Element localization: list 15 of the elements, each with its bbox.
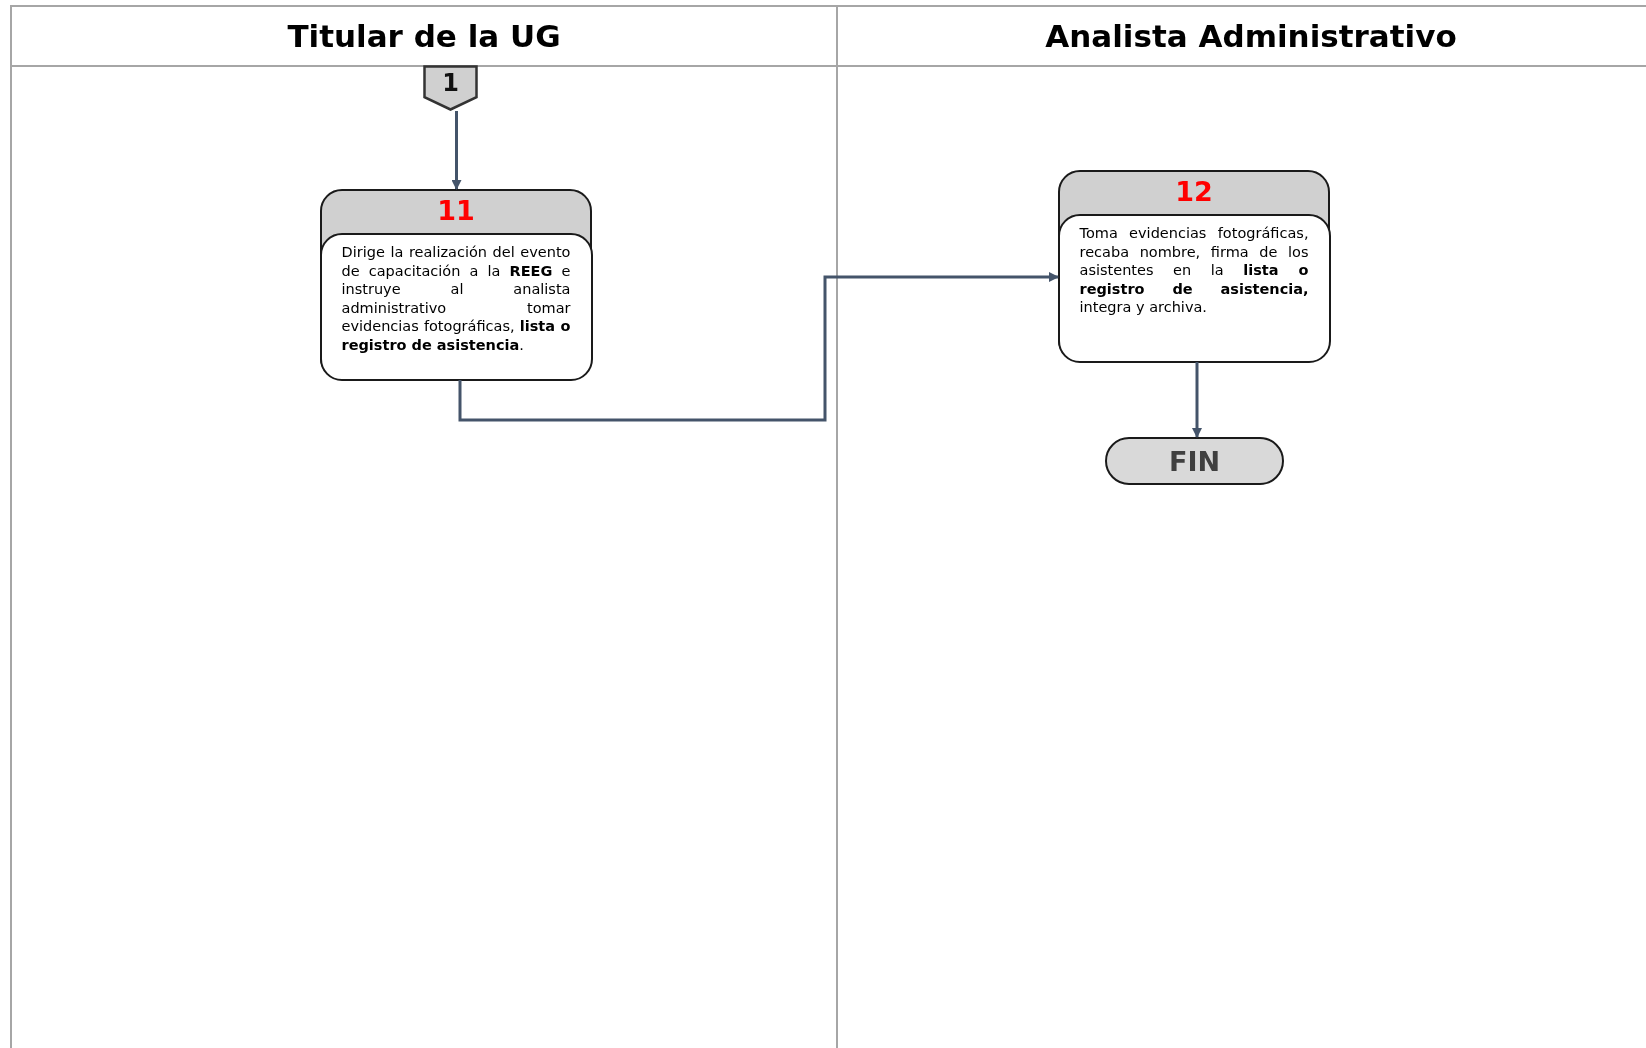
arrow [1192, 362, 1202, 438]
lane-title: Analista Administrativo [1045, 18, 1457, 54]
off-page-connector [423, 65, 478, 111]
step-number: 12 [1174, 175, 1214, 209]
step-number: 11 [436, 194, 476, 228]
connector-number: 1 [442, 69, 459, 99]
process-box [1058, 170, 1330, 362]
process-box [320, 189, 592, 380]
arrow [458, 272, 1059, 422]
terminal-label: FIN [1168, 445, 1221, 477]
step-description: Dirige la realización del evento de capacitación a la REEG e instruye al analista administrativo tomar evidencias fotográficas, lista o registro de asistencia. [341, 244, 571, 353]
lane-title: Titular de la UG [287, 18, 561, 54]
arrow [451, 111, 462, 190]
step-description: Toma evidencias fotográficas, recaba nombre, firma de los asistentes en la lista o registro de asistencia, integra y archiva. [1079, 225, 1309, 315]
swimlane [10, 5, 838, 1048]
